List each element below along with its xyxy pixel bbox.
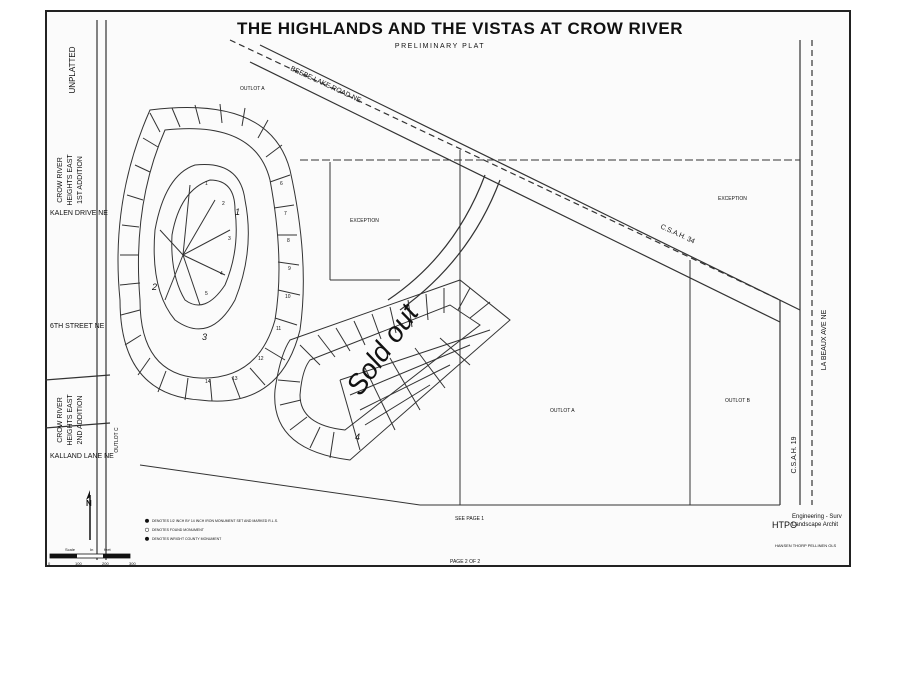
unplatted-label: UNPLATTED bbox=[68, 46, 77, 93]
upper-subdivision-lots bbox=[117, 103, 304, 402]
crow-river-1st-line1: CROW RIVER bbox=[57, 157, 64, 203]
exception-label-2: EXCEPTION bbox=[718, 196, 747, 202]
csah-19-label: C.S.A.H. 19 bbox=[791, 436, 798, 473]
crow-river-2nd-line2: HEIGHTS EAST bbox=[67, 394, 74, 446]
legend-entry: DENOTES FOUND MONUMENT bbox=[152, 528, 205, 532]
scale-label: Scale bbox=[65, 547, 76, 552]
outlot-b-label: OUTLOT B bbox=[725, 398, 751, 404]
firm-block: HTPO Engineering - Surv Landscape Archit… bbox=[772, 514, 842, 548]
page-of-label: PAGE 2 OF 2 bbox=[450, 559, 480, 565]
lot-number: 9 bbox=[288, 266, 291, 272]
lot-number: 14 bbox=[205, 379, 211, 385]
scale-tick-label: 0 bbox=[48, 561, 51, 566]
see-page-label: SEE PAGE 1 bbox=[455, 516, 484, 522]
csah-34-road bbox=[229, 39, 801, 323]
parcel-lines bbox=[139, 150, 800, 506]
scale-tick-label: 200 bbox=[102, 561, 109, 566]
block-label: 1 bbox=[235, 207, 240, 217]
firm-line2: Landscape Archit bbox=[792, 522, 838, 528]
sixth-street-label: 6TH STREET NE bbox=[50, 323, 105, 330]
crow-river-2nd-line1: CROW RIVER bbox=[57, 397, 64, 443]
firm-logo: HTPO bbox=[772, 520, 797, 530]
scale-tick-label: 300 bbox=[129, 561, 136, 566]
block-label: 4 bbox=[355, 432, 360, 442]
block-label: 2 bbox=[151, 282, 157, 292]
legend-entry: DENOTES WRIGHT COUNTY MONUMENT bbox=[152, 537, 222, 541]
north-letter: N bbox=[86, 499, 92, 508]
legend-symbol-icon bbox=[144, 527, 150, 532]
legend-entry: DENOTES 1/2 INCH BY 14 INCH IRON MONUMEN… bbox=[152, 519, 278, 523]
scale-feet-label: feet bbox=[104, 547, 112, 552]
lot-number: 10 bbox=[285, 294, 291, 300]
north-arrow-icon: N bbox=[86, 490, 92, 540]
lot-number: 4 bbox=[220, 271, 223, 277]
exception-label-1: EXCEPTION bbox=[350, 218, 379, 224]
sold-out-handwriting: Sold out bbox=[340, 298, 425, 401]
lot-number: 13 bbox=[232, 376, 238, 382]
entrance-road bbox=[387, 174, 501, 311]
scale-tick-label: 100 bbox=[75, 561, 82, 566]
page-title: THE HIGHLANDS AND THE VISTAS AT CROW RIV… bbox=[237, 19, 683, 38]
west-road-lines bbox=[44, 20, 111, 560]
crow-river-1st-line3: 1ST ADDITION bbox=[77, 156, 84, 204]
scale-in-label: In bbox=[90, 547, 93, 552]
outlot-a-top-label: OUTLOT A bbox=[240, 86, 265, 92]
crow-river-2nd-line3: 2ND ADDITION bbox=[77, 395, 84, 444]
scale-bar: Scale In feet 0 100 200 300 bbox=[48, 547, 136, 566]
lot-number: 5 bbox=[205, 291, 208, 297]
csah-34-label: C.S.A.H. 34 bbox=[659, 223, 696, 245]
csah-19-road bbox=[779, 40, 813, 505]
legend-symbol-icon bbox=[144, 518, 150, 523]
kalland-lane-label: KALLAND LANE NE bbox=[50, 453, 114, 460]
block-label: 3 bbox=[202, 332, 207, 342]
legend-symbol-icon bbox=[144, 536, 150, 541]
firm-line1: Engineering - Surv bbox=[792, 514, 842, 520]
legend: DENOTES 1/2 INCH BY 14 INCH IRON MONUMEN… bbox=[144, 518, 278, 541]
lot-number: 12 bbox=[258, 356, 264, 362]
lot-number: 1 bbox=[205, 181, 208, 187]
lot-number: 6 bbox=[280, 181, 283, 187]
outlot-c-label: OUTLOT C bbox=[114, 427, 120, 453]
lot-number: 8 bbox=[287, 238, 290, 244]
firm-line3: HANSEN THORP PELLINEN OLS bbox=[775, 543, 837, 548]
outlot-a-label: OUTLOT A bbox=[550, 408, 575, 414]
page-subtitle: PRELIMINARY PLAT bbox=[395, 43, 485, 50]
la-beaux-ave-label: LA BEAUX AVE NE bbox=[821, 309, 828, 370]
lower-subdivision-lots bbox=[274, 279, 511, 461]
lot-number: 7 bbox=[284, 211, 287, 217]
crow-river-1st-line2: HEIGHTS EAST bbox=[67, 154, 74, 206]
kalen-drive-label: KALEN DRIVE NE bbox=[50, 210, 108, 217]
lot-number: 11 bbox=[276, 326, 281, 332]
lot-number: 3 bbox=[228, 236, 231, 242]
lot-number: 2 bbox=[222, 201, 225, 207]
